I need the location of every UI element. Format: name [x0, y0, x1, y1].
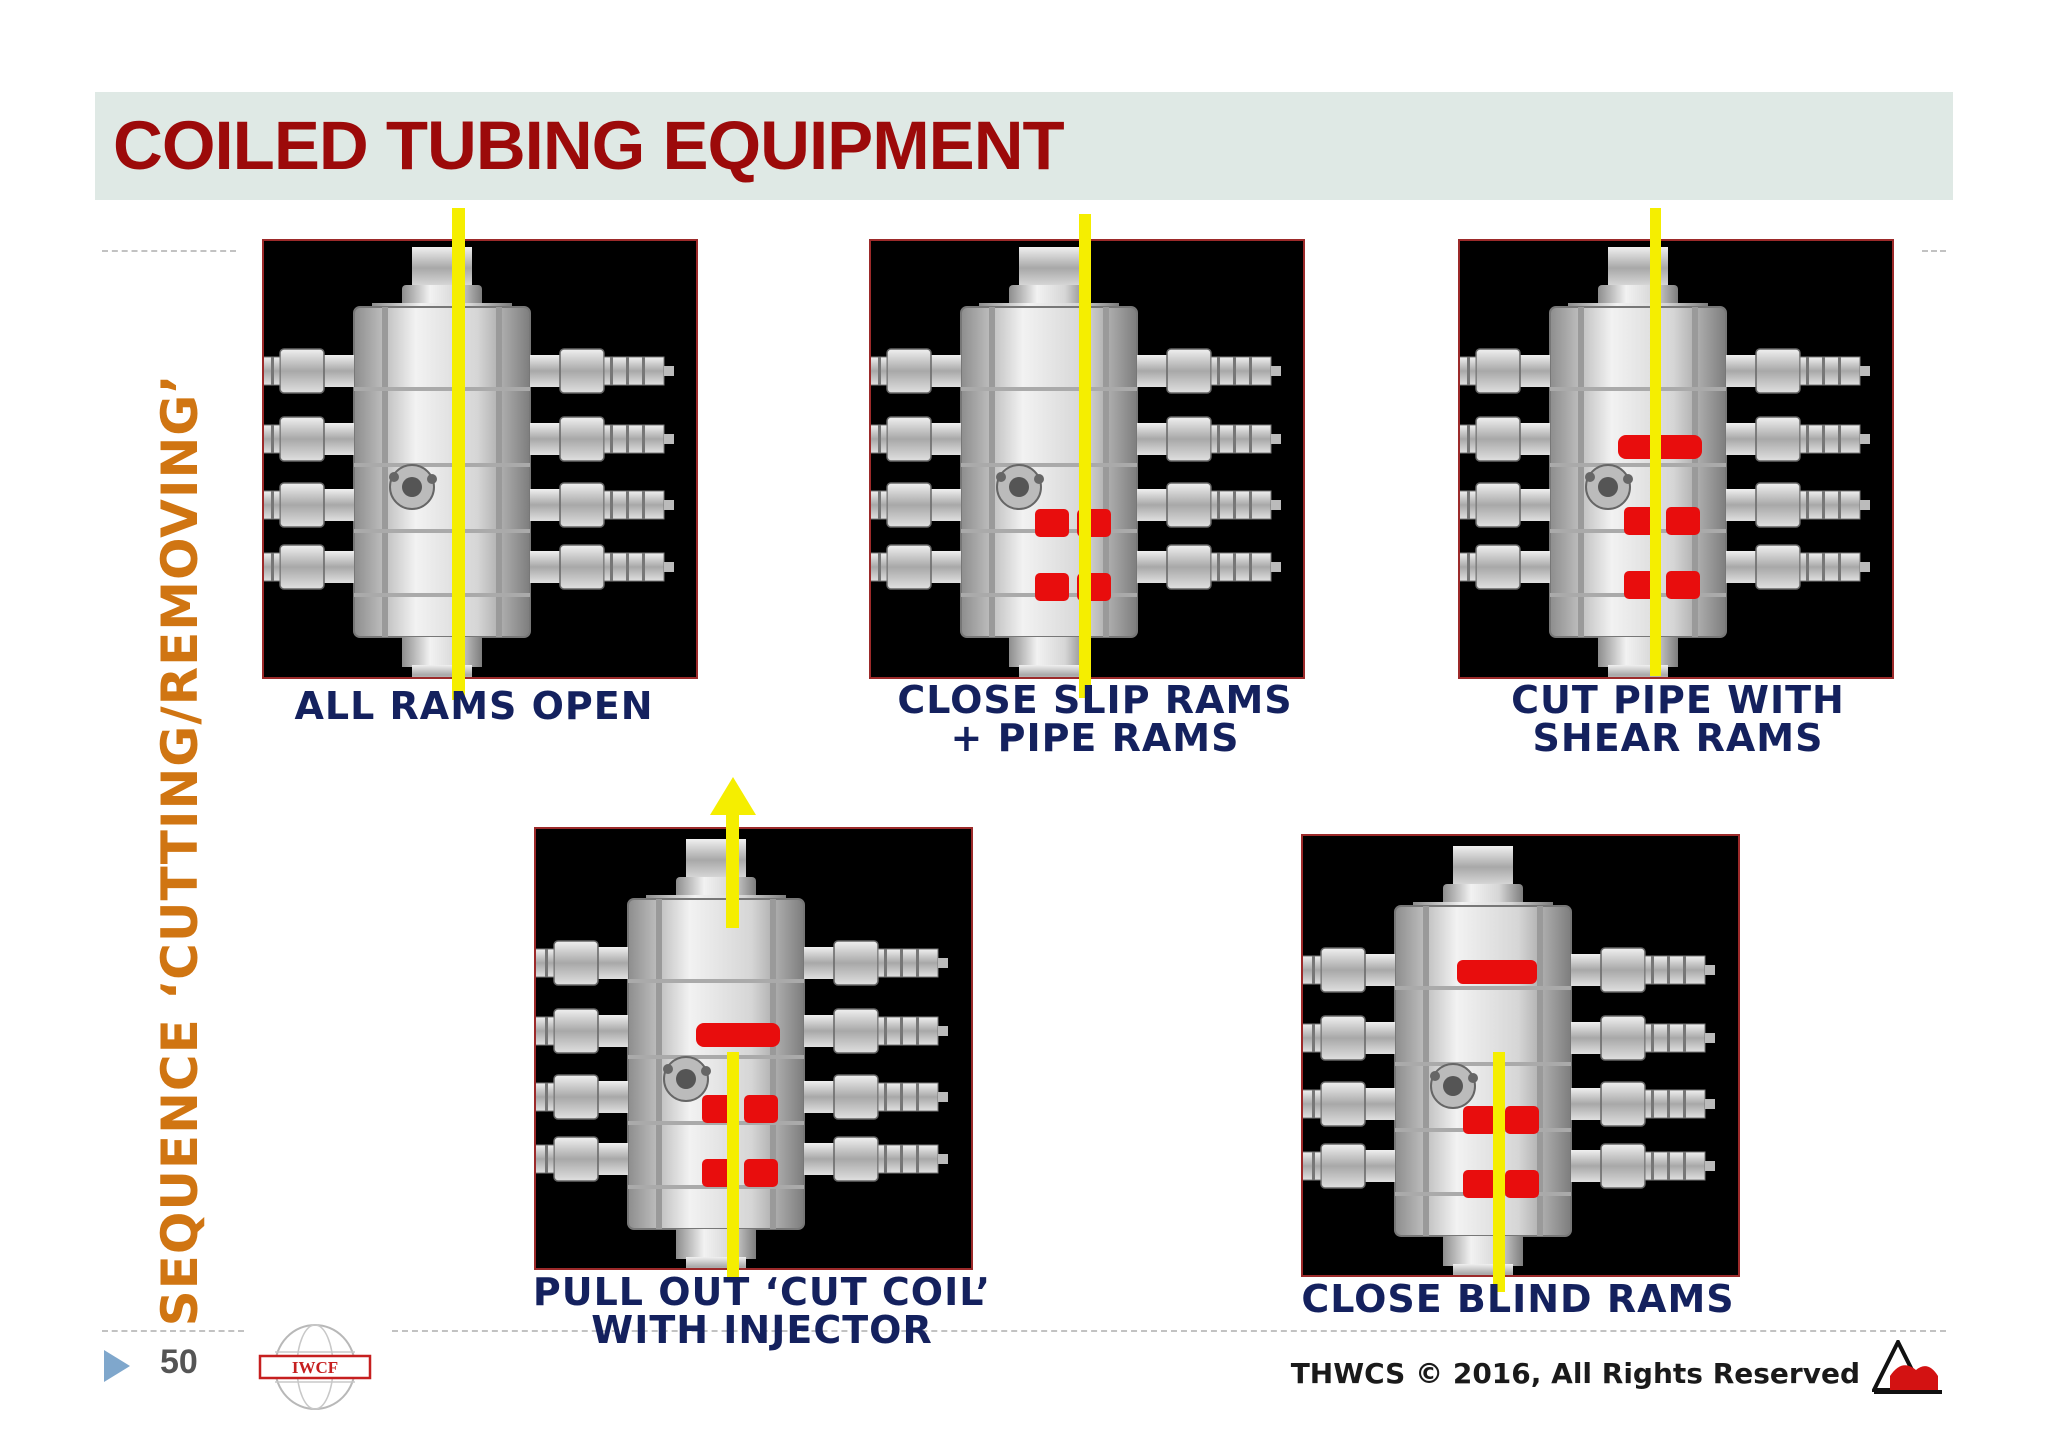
- slide-arrow-icon: [104, 1350, 130, 1382]
- slip-ram-left: [1035, 573, 1069, 601]
- sequence-side-label: SEQUENCE ‘CUTTING/REMOVING’: [151, 373, 209, 1327]
- slip-ram-right: [744, 1159, 778, 1187]
- coil-tubing-line: [452, 208, 465, 700]
- bop-stack-illustration: [264, 241, 698, 679]
- slip-ram-left: [1624, 571, 1658, 599]
- page-number: 50: [160, 1343, 198, 1381]
- pipe-ram-right: [1505, 1106, 1539, 1134]
- thwcs-logo-icon: [1872, 1340, 1942, 1394]
- step-caption-4: PULL OUT ‘CUT COIL’ WITH INJECTOR: [532, 1270, 992, 1352]
- coil-tubing-line: [1493, 1052, 1505, 1292]
- pipe-ram-right: [744, 1095, 778, 1123]
- coil-tubing-line: [1650, 208, 1661, 676]
- pipe-ram-left: [1624, 507, 1658, 535]
- bop-panel-all-rams-open: [262, 239, 698, 679]
- slip-ram-right: [1666, 571, 1700, 599]
- bop-stack-illustration: [536, 829, 973, 1270]
- bop-panel-blind-rams: [1301, 834, 1740, 1277]
- title-band: COILED TUBING EQUIPMENT: [95, 92, 1953, 200]
- cut-coil-upper: [726, 806, 739, 928]
- step-caption-5: CLOSE BLIND RAMS: [1301, 1277, 1735, 1321]
- pipe-ram-right: [1666, 507, 1700, 535]
- divider-top-right: [1922, 250, 1946, 252]
- cut-coil-lower: [727, 1052, 739, 1278]
- divider-top-left: [102, 250, 236, 252]
- iwcf-logo: IWCF: [258, 1324, 372, 1410]
- step-caption-3: CUT PIPE WITH SHEAR RAMS: [1511, 678, 1845, 760]
- copyright-text: THWCS © 2016, All Rights Reserved: [1290, 1357, 1860, 1390]
- slide-title: COILED TUBING EQUIPMENT: [113, 107, 1065, 184]
- svg-text:IWCF: IWCF: [292, 1358, 338, 1377]
- divider-bottom-left: [102, 1330, 244, 1332]
- pipe-ram-left: [1035, 509, 1069, 537]
- blind-ram: [1457, 960, 1537, 984]
- shear-ram: [696, 1023, 780, 1047]
- coil-tubing-line: [1079, 214, 1091, 698]
- divider-bottom: [392, 1330, 1946, 1332]
- bop-panel-shear-rams: [1458, 239, 1894, 679]
- step-caption-1: ALL RAMS OPEN: [294, 684, 654, 728]
- bop-panel-pull-out-cut-coil: [534, 827, 973, 1270]
- pipe-ram-left: [1463, 1106, 1497, 1134]
- pull-up-arrow-icon: [710, 777, 756, 815]
- bop-stack-illustration: [1460, 241, 1894, 679]
- step-caption-2: CLOSE SLIP RAMS + PIPE RAMS: [897, 678, 1293, 760]
- slip-ram-right: [1505, 1170, 1539, 1198]
- slip-ram-left: [1463, 1170, 1497, 1198]
- bop-stack-illustration: [1303, 836, 1740, 1277]
